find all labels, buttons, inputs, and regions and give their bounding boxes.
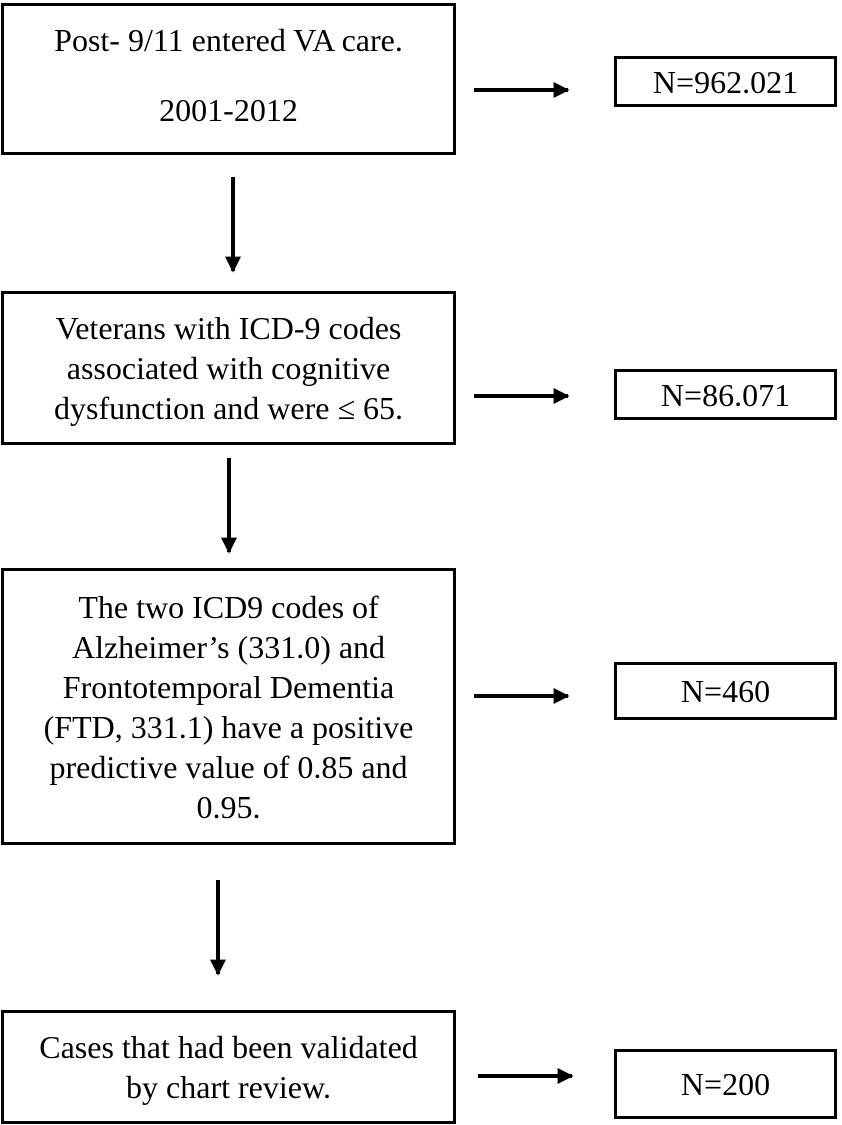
- step-1-line-1: Post- 9/11 entered VA care.: [54, 22, 403, 58]
- step-3-line-4: (FTD, 331.1) have a positive: [43, 708, 414, 745]
- step-box-1: Post- 9/11 entered VA care. 2001-2012: [1, 3, 456, 155]
- step-3-line-6: 0.95.: [196, 788, 261, 825]
- step-3-line-2: Alzheimer’s (331.0) and: [71, 628, 386, 665]
- step-2-line-1: Veterans with ICD-9 codes: [55, 310, 402, 346]
- step-box-2: Veterans with ICD-9 codes associated wit…: [1, 291, 456, 445]
- step-1-line-2: 2001-2012: [159, 92, 298, 128]
- count-box-1: N=962.021: [614, 56, 837, 107]
- step-3-line-3: Frontotemporal Dementia: [62, 668, 395, 705]
- step-3-line-5: predictive value of 0.85 and: [49, 748, 408, 785]
- count-1: N=962.021: [652, 63, 799, 100]
- step-box-3: The two ICD9 codes of Alzheimer’s (331.0…: [1, 568, 456, 845]
- step-2-line-2: associated with cognitive: [66, 350, 391, 386]
- step-2-line-3: dysfunction and were ≤ 65.: [53, 390, 404, 426]
- step-box-4: Cases that had been validated by chart r…: [1, 1010, 456, 1124]
- count-4: N=200: [680, 1066, 771, 1102]
- step-4-line-2: by chart review.: [126, 1069, 331, 1105]
- count-3: N=460: [680, 673, 771, 709]
- step-3-line-1: The two ICD9 codes of: [78, 588, 379, 625]
- step-4-line-1: Cases that had been validated: [39, 1029, 418, 1065]
- count-2: N=86.071: [660, 376, 791, 413]
- count-box-3: N=460: [614, 662, 837, 720]
- count-box-2: N=86.071: [614, 369, 837, 420]
- count-box-4: N=200: [614, 1049, 837, 1119]
